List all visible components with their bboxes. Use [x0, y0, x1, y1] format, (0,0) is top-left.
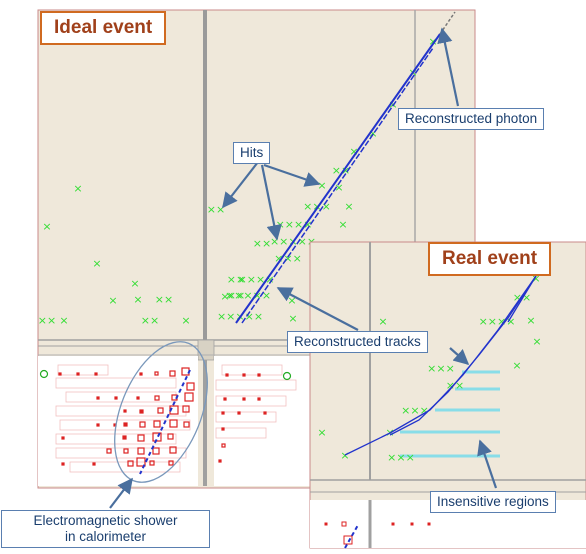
photon-track [439, 11, 456, 35]
svg-text:×: × [334, 181, 343, 194]
svg-text:×: × [220, 290, 229, 303]
svg-text:×: × [42, 220, 51, 233]
svg-text:××: ×× [253, 237, 271, 250]
svg-text:×: × [338, 218, 347, 231]
shower-ellipse [114, 341, 208, 483]
svg-text:×: × [378, 315, 387, 328]
svg-text:×: × [288, 312, 297, 325]
shower-cells [39, 367, 292, 467]
svg-text:××: ×× [227, 273, 245, 286]
svg-text:×: × [344, 200, 353, 213]
real-event-title: Real event [428, 242, 552, 276]
svg-text:××: ×× [141, 314, 159, 327]
svg-text:××: ×× [38, 314, 56, 327]
svg-text:×: × [59, 314, 68, 327]
em-shower-label-line2: in calorimeter [64, 529, 147, 544]
em-shower-label-line1: Electromagnetic shower [33, 513, 178, 528]
svg-text:×: × [317, 179, 326, 192]
real-tracks [344, 275, 537, 456]
svg-text:××: ×× [207, 203, 225, 216]
svg-text:×: × [317, 426, 326, 439]
svg-text:×: × [92, 257, 101, 270]
svg-text:×××: ××× [274, 252, 302, 265]
svg-text:×: × [512, 359, 521, 372]
detector-separator [203, 10, 207, 340]
svg-text:×: × [133, 293, 142, 306]
callout-arrows [109, 27, 498, 509]
svg-text:×: × [531, 272, 540, 285]
svg-text:××××: ×××× [479, 315, 516, 328]
hits-label: Hits [233, 142, 271, 164]
svg-text:×××: ××× [303, 200, 331, 213]
reconstructed-photon-label: Reconstructed photon [398, 108, 545, 130]
ideal-tracks [235, 11, 456, 324]
svg-text:×: × [526, 314, 535, 327]
svg-text:×: × [108, 294, 117, 307]
svg-text:×××: ××× [427, 362, 455, 375]
svg-text:×××: ××× [387, 451, 415, 464]
svg-text:××: ×× [155, 293, 173, 306]
svg-text:×: × [181, 314, 190, 327]
calorimeter [38, 341, 312, 486]
svg-text:×: × [349, 145, 358, 158]
svg-text:×: × [532, 335, 541, 348]
svg-text:×: × [130, 277, 139, 290]
real-calorimeter-cells [324, 521, 431, 545]
svg-text:×: × [340, 449, 349, 462]
insensitive-regions-label: Insensitive regions [430, 491, 556, 513]
reconstructed-tracks-label: Reconstructed tracks [287, 331, 428, 353]
ideal-event-title: Ideal event [40, 11, 167, 45]
svg-text:××: ×× [227, 289, 245, 302]
svg-text:×: × [73, 182, 82, 195]
em-shower-label: Electromagnetic shower in calorimeter [1, 510, 210, 548]
svg-text:×××: ××× [401, 404, 429, 417]
svg-text:×: × [428, 35, 437, 48]
shower-track [139, 369, 191, 475]
svg-text:×: × [368, 127, 377, 140]
